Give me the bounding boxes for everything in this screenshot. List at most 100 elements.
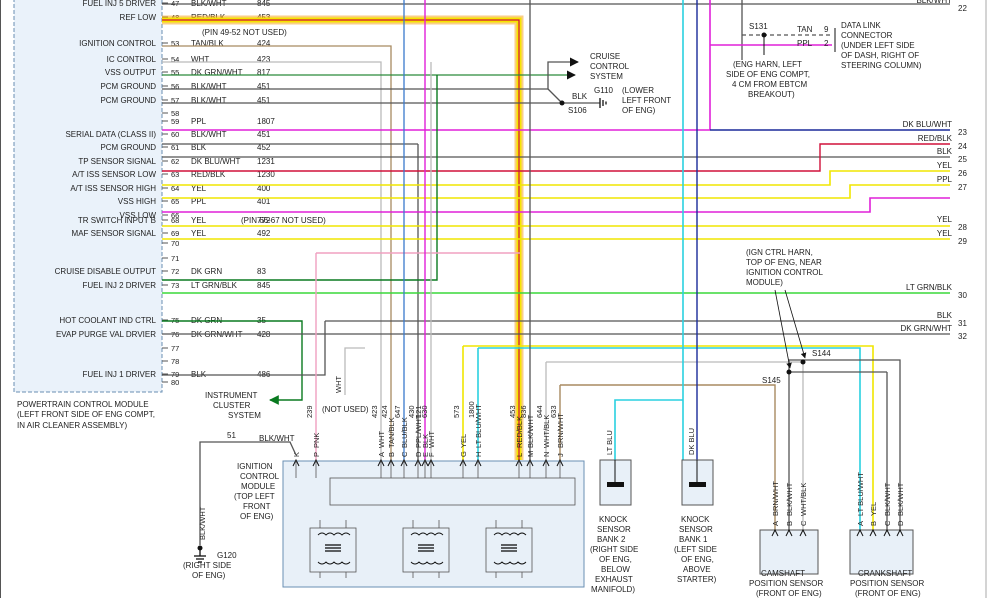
icm-pin-circuit: 1800 [467,401,476,418]
wire-red-blk-24 [162,143,950,172]
pcm-pin-number: 58 [171,109,179,118]
pcm-pin-circuit: 451 [257,130,271,139]
icm-pin-label: E [421,452,430,457]
pcm-pin-number: 70 [171,239,179,248]
icm-pin-label: P [312,452,321,457]
icm-pin-circuit: 630 [420,405,429,418]
g110-wire: BLK [572,92,588,101]
cam-pin-color: BLK/WHT [785,482,794,516]
icm-pin-color: WHT [377,431,386,448]
right-wire-color: DK BLU/WHT [903,120,952,129]
g120-loc-1: (RIGHT SIDE [183,561,231,570]
knock1-l7: STARTER) [677,575,717,584]
pcm-pin-circuit: 845 [257,281,271,290]
g110-name: G110 [594,86,614,95]
knock1-l6: ABOVE [683,565,711,574]
icm-pin-circuit: 424 [380,405,389,418]
knock1-l1: KNOCK [681,515,710,524]
pcm-pin-number: 59 [171,117,179,126]
pcm-pin-function: EVAP PURGE VAL DRVIER [56,330,156,339]
pcm-pin-wire-color: YEL [191,216,207,225]
dlc-name-1: DATA LINK [841,21,881,30]
cruise-line-2: CONTROL [590,62,630,71]
dlc-note-3: 4 CM FROM EBTCM [732,80,807,89]
icm-pin-label: C [400,451,409,457]
pcm-pin-circuit: 424 [257,39,271,48]
dlc-splice: S131 [749,22,768,31]
cam-pin-letter: B [785,521,794,526]
pcm-pin-function: VSS HIGH [118,197,156,206]
pcm-pin-circuit: 83 [257,267,266,276]
right-wire-number: 29 [958,237,967,246]
knock2-l8: MANIFOLD) [591,585,635,594]
pcm-pin-wire-color: WHT [191,55,209,64]
pcm-pin-wire-color: TAN/BLK [191,39,224,48]
icm-pin-label: D [414,451,423,457]
wire-dk-grn-instrument [162,320,303,405]
pcm-pin-wire-color: PPL [191,197,207,206]
pcm-pin-wire-color: RED/BLK [191,170,226,179]
crank-pin-color: YEL [869,502,878,516]
cruise-line-1: CRUISE [590,52,620,61]
wire-yel-400 [162,184,950,199]
crank-l3: (FRONT OF ENG) [855,589,921,598]
knock2-l6: BELOW [601,565,630,574]
wht-not-used-note: (NOT USED) [322,405,369,414]
pcm-pin-number: 68 [171,216,179,225]
right-wire-color: DK GRN/WHT [900,324,952,333]
pcm-location-2: IN AIR CLEANER ASSEMBLY) [17,421,127,430]
icm-pin-label: L [515,453,524,457]
pcm-pin-function: VSS LOW [120,211,157,220]
icm-pin-color: WHT/BLK [542,415,551,448]
pcm-pin-wire-color: YEL [191,229,207,238]
knock1-l5: OF ENG, [681,555,714,564]
crank-pin-color: BLK/WHT [896,482,905,516]
wire-blk-79 [162,321,326,376]
icm-pin-circuit: 423 [370,405,379,418]
crank-pin-color: LT BLU/WHT [856,472,865,516]
right-wire-color: RED/BLK [918,134,953,143]
pcm-pin-number: 63 [171,170,179,179]
pcm-pin-number: 53 [171,39,179,48]
right-wire-number: 31 [958,319,967,328]
pcm-pin-number: 62 [171,157,179,166]
pcm-pin-circuit: 772 [257,216,271,225]
icm-pin-color: PNK [312,433,321,448]
pcm-pin-number: 69 [171,229,179,238]
pcm-pin-wire-color: BLK [191,143,207,152]
pcm-pin-wire-color: DK BLU/WHT [191,157,240,166]
pcm-pin-wire-color: BLK/WHT [191,96,227,105]
right-wire-number: 22 [958,4,967,13]
pcm-pin-function: TP SENSOR SIGNAL [78,157,156,166]
dlc-loc-1: (UNDER LEFT SIDE [841,41,915,50]
icm-l6: OF ENG) [240,512,274,521]
ground-g110-symbol [599,98,607,108]
pcm-pin-number: 64 [171,184,179,193]
knock2-l1: KNOCK [599,515,628,524]
icm-pin-label: F [427,452,436,457]
g120-name: G120 [217,551,237,560]
pcm-pin-function: REF LOW [120,13,157,22]
dlc-loc-3: STEERING COLUMN) [841,61,922,70]
wire-dk-grn-cruise-disable [162,75,438,281]
icm-pin-color: BLU/BLK [400,417,409,448]
wire-ref-low [162,19,520,460]
icm-pin-color: LT BLU/WHT [474,404,483,448]
instrument-1: INSTRUMENT [205,391,258,400]
cam-l3: (FRONT OF ENG) [756,589,822,598]
icm-pin-circuit: 430 [407,405,416,418]
wire-blk-wht-cruise [162,57,579,90]
pcm-note-pins-49-52: (PIN 49-52 NOT USED) [202,28,287,37]
pcm-pin-circuit: 400 [257,184,271,193]
crank-l1: CRANKSHAFT [858,569,912,578]
pcm-pin-wire-color: DK GRN/WHT [191,68,243,77]
icm-pin-label: G [459,451,468,457]
icm-pin-circuit: 573 [452,405,461,418]
dlc-wire-tan: TAN [797,25,813,34]
icm-l5: FRONT [243,502,271,511]
right-wire-color: LT GRN/BLK [906,283,953,292]
